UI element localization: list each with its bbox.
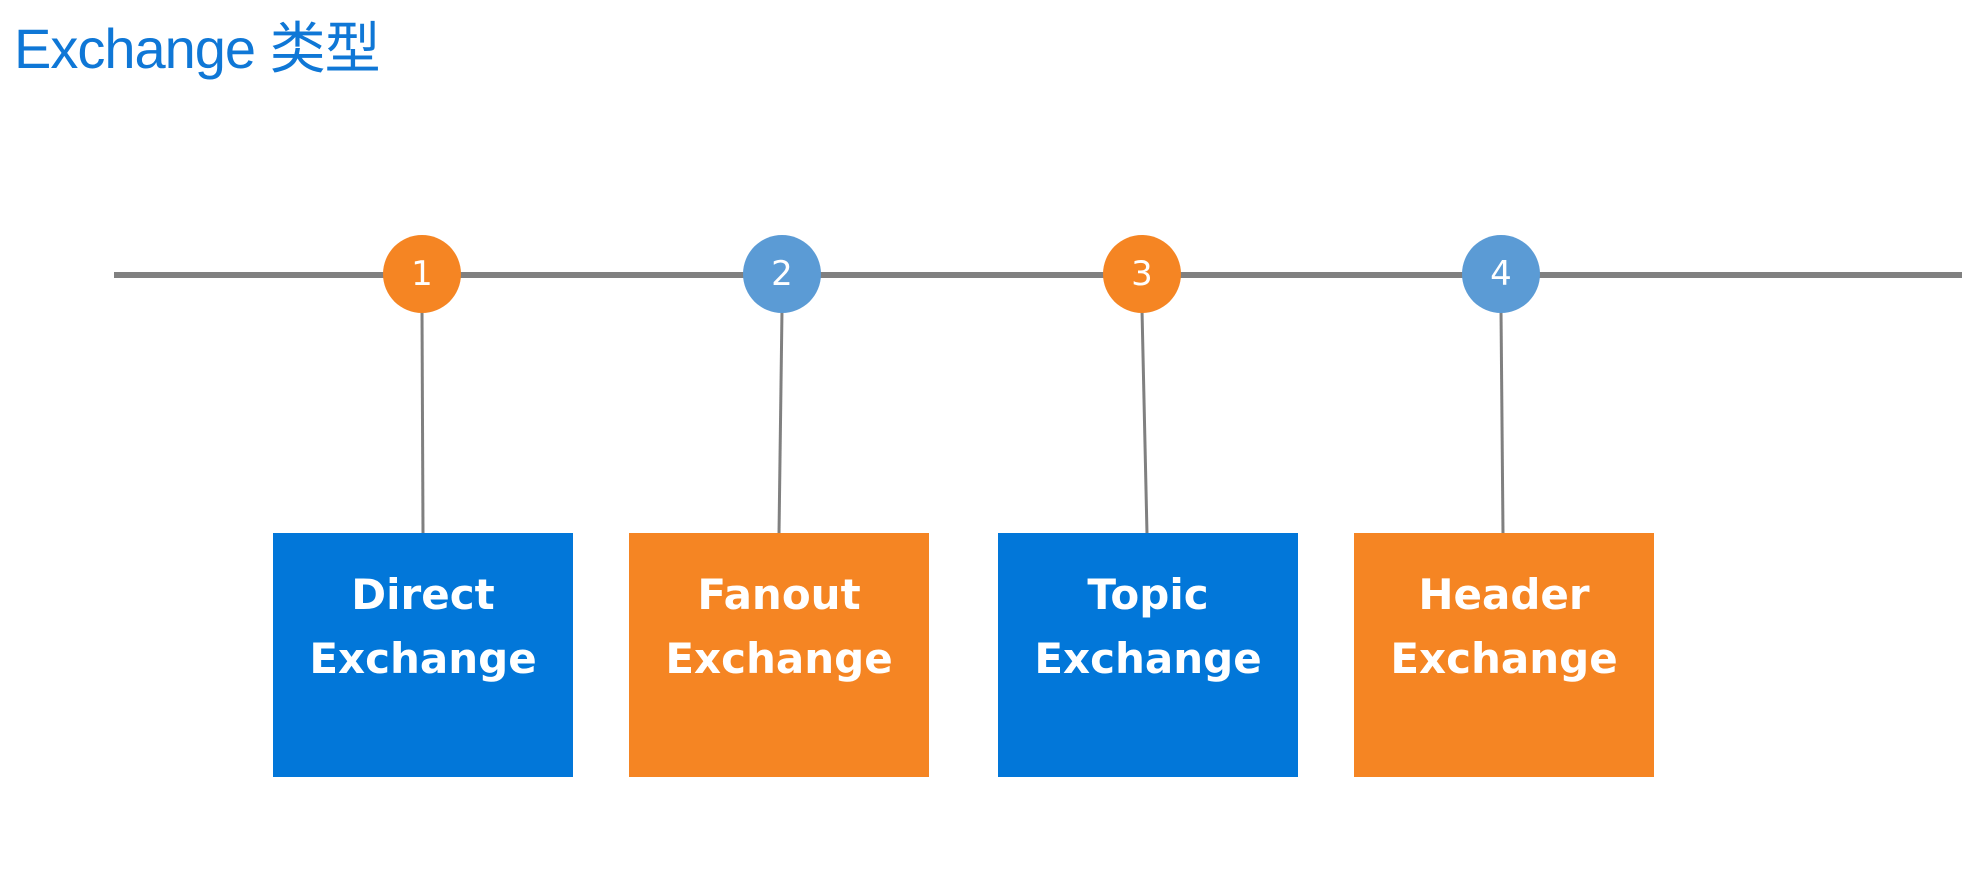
step-marker-3: 3: [1103, 235, 1181, 313]
page-title: Exchange 类型: [14, 17, 381, 80]
exchange-box-topic: Topic Exchange: [998, 533, 1298, 777]
step-marker-4: 4: [1462, 235, 1540, 313]
exchange-box-direct: Direct Exchange: [273, 533, 573, 777]
step-number: 3: [1131, 254, 1153, 294]
connector-1: [420, 309, 425, 535]
box-label-line2: Exchange: [1390, 634, 1618, 683]
connector-4: [1499, 309, 1505, 535]
box-label-line1: Topic: [1087, 570, 1209, 619]
box-label-line2: Exchange: [665, 634, 893, 683]
step-number: 4: [1490, 254, 1512, 294]
connector-2: [777, 309, 784, 535]
exchange-box-fanout: Fanout Exchange: [629, 533, 929, 777]
box-label-line1: Header: [1418, 570, 1590, 619]
step-number: 2: [771, 254, 793, 294]
box-label-line2: Exchange: [1034, 634, 1262, 683]
box-label-line2: Exchange: [309, 634, 537, 683]
step-marker-2: 2: [743, 235, 821, 313]
box-label-line1: Fanout: [697, 570, 861, 619]
step-number: 1: [411, 254, 433, 294]
connector-3: [1140, 309, 1149, 535]
box-label-line1: Direct: [351, 570, 495, 619]
exchange-box-header: Header Exchange: [1354, 533, 1654, 777]
step-marker-1: 1: [383, 235, 461, 313]
